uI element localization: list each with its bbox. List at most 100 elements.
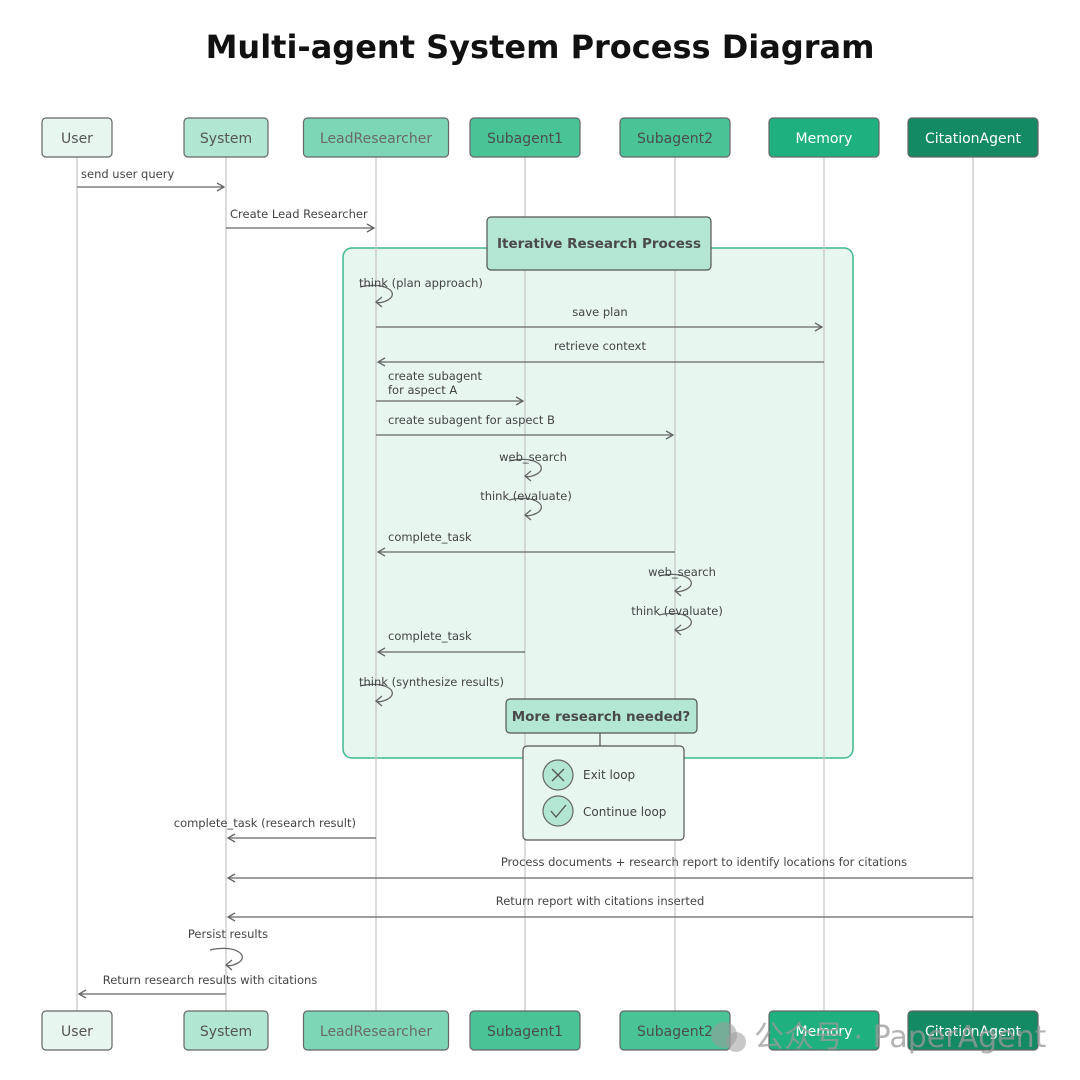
message-label: Process documents + research report to i… (501, 855, 907, 869)
self-message-loop (508, 458, 542, 478)
message-label: create subagent for aspect B (388, 413, 555, 427)
message-11: web_search (648, 565, 716, 597)
message-10: complete_task (376, 530, 675, 557)
exit-loop-option: Exit loop (542, 759, 635, 791)
participant-label-subagent2-bottom: Subagent2 (637, 1024, 713, 1040)
participant-label-citationagent-top: CitationAgent (925, 131, 1022, 147)
participants-top: User System LeadResearcher Subagent1 Subagen… (41, 117, 1039, 158)
participant-box-subagent2-top (619, 117, 731, 158)
message-19: Return research results with citations (77, 973, 318, 999)
participant-label-system-bottom: System (200, 1024, 252, 1040)
lifelines (76, 157, 974, 1011)
message-label: think (plan approach) (359, 276, 483, 290)
self-message-loop (658, 612, 692, 632)
loop-title-box (486, 216, 712, 271)
message-label: think (evaluate) (480, 489, 572, 503)
message-17: Return report with citations inserted (226, 894, 973, 922)
participant-label-memory-bottom: Memory (796, 1024, 853, 1040)
message-7: create subagent for aspect B (376, 413, 675, 440)
participant-label-subagent2-top: Subagent2 (637, 131, 713, 147)
message-label: Persist results (188, 927, 268, 941)
exit-loop-label: Exit loop (583, 768, 635, 782)
message-label: Create Lead Researcher (230, 207, 368, 221)
participant-label-user-top: User (61, 131, 93, 147)
participant-label-leadresearcher-bottom: LeadResearcher (320, 1024, 432, 1040)
message-label: complete_task (388, 629, 472, 643)
self-message-loop (658, 573, 692, 593)
message-13: complete_task (376, 629, 525, 657)
diagram-title: Multi-agent System Process Diagram (206, 28, 875, 66)
check-circle-icon (542, 795, 574, 827)
watermark: 公众号 · PaperAgent (711, 1020, 1047, 1055)
participant-box-citationagent-bottom (907, 1010, 1039, 1051)
message-18: Persist results (188, 927, 268, 971)
message-5: retrieve context (376, 339, 824, 367)
message-3: think (plan approach) (359, 276, 483, 308)
participant-label-user-bottom: User (61, 1024, 93, 1040)
decision-options-box (522, 745, 685, 841)
participant-box-system-top (183, 117, 269, 158)
self-message-arrowhead (673, 624, 682, 636)
message-8: web_search (499, 450, 567, 482)
participants-bottom: User System LeadResearcher Subagent1 Subagen… (41, 1010, 1039, 1051)
participant-box-subagent1-bottom (469, 1010, 581, 1051)
participant-label-subagent1-bottom: Subagent1 (487, 1024, 563, 1040)
message-label: retrieve context (554, 339, 646, 353)
message-label: Return report with citations inserted (496, 894, 705, 908)
checkmark-icon (550, 804, 567, 819)
continue-loop-label: Continue loop (583, 805, 666, 819)
self-message-loop (359, 683, 393, 703)
participant-label-citationagent-bottom: CitationAgent (925, 1024, 1022, 1040)
message-label: think (evaluate) (631, 604, 723, 618)
self-message-arrowhead (224, 959, 233, 971)
message-2: Create Lead Researcher (226, 207, 376, 233)
self-message-arrowhead (673, 585, 682, 597)
message-label: send user query (81, 167, 174, 181)
decision-question-box (505, 698, 698, 734)
message-label: think (synthesize results) (359, 675, 504, 689)
participant-box-user-top (41, 117, 113, 158)
participant-box-user-bottom (41, 1010, 113, 1051)
message-label: Return research results with citations (103, 973, 318, 987)
self-message-loop (209, 947, 243, 967)
message-label: complete_task (research result) (174, 816, 356, 830)
message-12: think (evaluate) (631, 604, 723, 636)
participant-box-memory-bottom (768, 1010, 880, 1051)
message-14: think (synthesize results) (359, 675, 504, 707)
participant-label-subagent1-top: Subagent1 (487, 131, 563, 147)
message-label: complete_task (388, 530, 472, 544)
message-15: complete_task (research result) (174, 816, 376, 843)
message-label: web_search (648, 565, 716, 579)
watermark-text: 公众号 · PaperAgent (754, 1020, 1047, 1055)
self-message-loop (508, 497, 542, 517)
message-1: send user query (77, 167, 226, 192)
self-message-arrowhead (523, 509, 532, 521)
message-label: save plan (572, 305, 627, 319)
participant-box-leadresearcher-bottom (302, 1010, 450, 1051)
participant-label-memory-top: Memory (796, 131, 853, 147)
x-icon (551, 768, 565, 782)
self-message-arrowhead (523, 470, 532, 482)
participant-box-memory-top (768, 117, 880, 158)
message-4: save plan (376, 305, 824, 332)
participant-label-system-top: System (200, 131, 252, 147)
message-9: think (evaluate) (480, 489, 572, 521)
continue-loop-option: Continue loop (542, 795, 666, 827)
self-message-arrowhead (374, 296, 383, 308)
participant-box-system-bottom (183, 1010, 269, 1051)
participant-label-leadresearcher-top: LeadResearcher (320, 131, 432, 147)
decision-question: More research needed? (512, 709, 691, 725)
participant-box-citationagent-top (907, 117, 1039, 158)
self-message-arrowhead (374, 695, 383, 707)
message-16: Process documents + research report to i… (226, 855, 973, 883)
message-label: web_search (499, 450, 567, 464)
wechat-icon-bubble (726, 1032, 746, 1052)
loop-title: Iterative Research Process (497, 236, 701, 252)
participant-box-subagent1-top (469, 117, 581, 158)
participant-box-leadresearcher-top (302, 117, 450, 158)
self-message-loop (359, 284, 393, 304)
